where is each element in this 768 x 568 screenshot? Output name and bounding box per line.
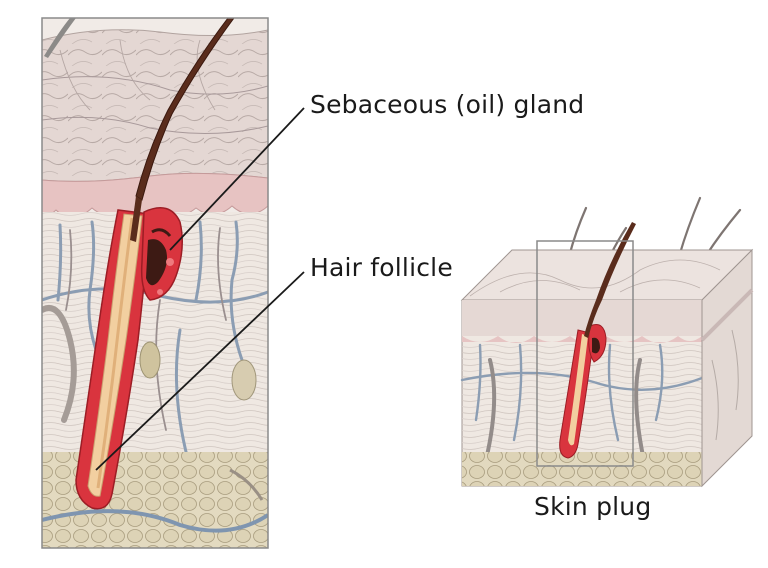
cross-section-panel: [41, 17, 269, 549]
follicle-leader-line: [95, 271, 305, 471]
skin-plug-highlight-box: [536, 240, 634, 467]
hair-follicle-label: Hair follicle: [310, 253, 453, 282]
leader-lines: [95, 107, 305, 471]
sebaceous-leader-line: [169, 107, 305, 251]
skin-plug-label: Skin plug: [534, 492, 652, 521]
sebaceous-gland-shape: [140, 207, 183, 301]
skin-plug-block: [460, 196, 754, 488]
sebaceous-gland-label: Sebaceous (oil) gland: [310, 90, 585, 119]
